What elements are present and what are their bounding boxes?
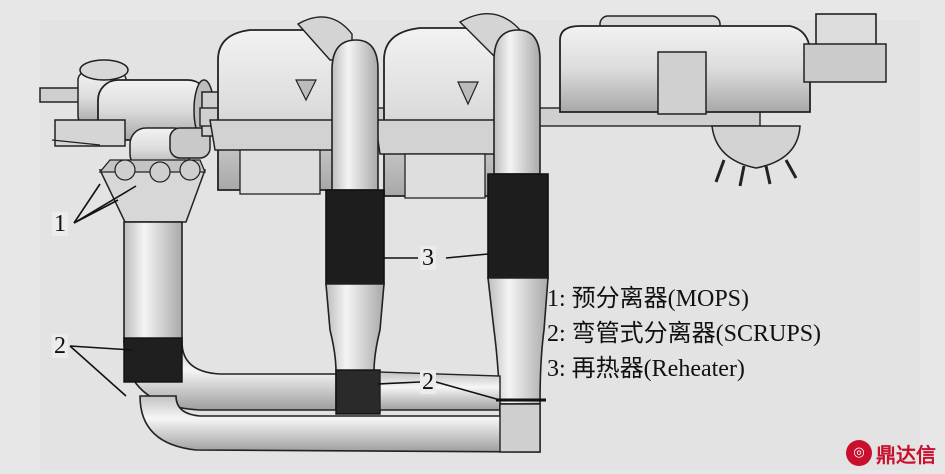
callout-leaders bbox=[69, 183, 501, 401]
legend-item-scrups: 2: 弯管式分离器(SCRUPS) bbox=[547, 321, 822, 347]
scrups-piping bbox=[123, 337, 546, 453]
generator bbox=[559, 13, 887, 187]
scrups-band-center bbox=[335, 369, 381, 415]
callout-2-center: 2 bbox=[420, 369, 436, 395]
legend: 1: 预分离器(MOPS) 2: 弯管式分离器(SCRUPS) 3: 再热器(R… bbox=[547, 282, 821, 387]
watermark-seal-icon: ◎ bbox=[846, 440, 872, 466]
watermark-text: 鼎达信 bbox=[876, 442, 936, 467]
reheater-riser-1 bbox=[325, 39, 385, 373]
callout-1-mops: 1 bbox=[52, 211, 68, 237]
mops-downcomer bbox=[123, 221, 183, 343]
legend-item-mops: 1: 预分离器(MOPS) bbox=[547, 286, 750, 312]
watermark-logo: ◎ 鼎达信 bbox=[846, 438, 936, 468]
scrups-band-left bbox=[123, 337, 183, 383]
callout-3-reheater: 3 bbox=[420, 245, 436, 271]
turbine-casing-1 bbox=[209, 16, 353, 195]
legend-item-reheater: 3: 再热器(Reheater) bbox=[547, 356, 745, 382]
left-turbine-group bbox=[39, 59, 243, 223]
turbine-casing-2 bbox=[374, 13, 521, 199]
reheater-riser-2 bbox=[487, 29, 549, 405]
callout-2-left: 2 bbox=[52, 333, 68, 359]
